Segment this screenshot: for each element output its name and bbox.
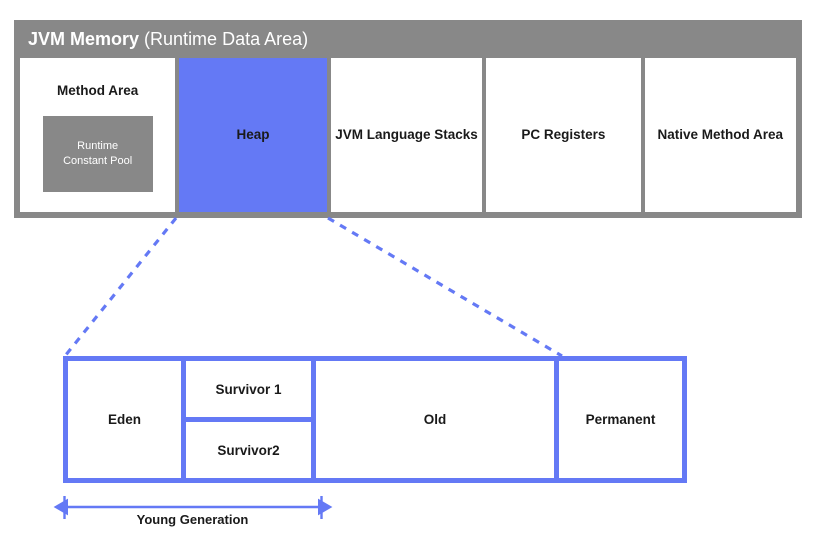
heap-region-old-label: Old (423, 412, 447, 427)
jvm-memory-title-rest: (Runtime Data Area) (144, 28, 309, 49)
heap-detail-box: Eden Survivor 1 Survivor2 Old Permanent (63, 356, 687, 483)
region-method-area-label: Method Area (57, 83, 139, 98)
heap-region-survivor-1-label: Survivor 1 (215, 381, 282, 397)
heap-region-permanent: Permanent (559, 361, 682, 478)
heap-region-survivors: Survivor 1 Survivor2 (186, 361, 316, 478)
region-heap-label: Heap (236, 127, 270, 143)
jvm-memory-header: JVM Memory (Runtime Data Area) (14, 20, 802, 58)
jvm-memory-container: JVM Memory (Runtime Data Area) Method Ar… (14, 20, 802, 218)
region-runtime-constant-pool: Runtime Constant Pool (42, 115, 153, 192)
region-jvm-language-stacks: JVM Language Stacks (330, 58, 483, 212)
heap-region-eden-label: Eden (107, 412, 141, 427)
heap-region-eden: Eden (68, 361, 186, 478)
region-heap: Heap (179, 58, 327, 212)
heap-region-survivor-2: Survivor2 (186, 422, 311, 478)
region-native-method-area-label: Native Method Area (657, 127, 784, 143)
heap-region-old: Old (316, 361, 559, 478)
heap-region-permanent-label: Permanent (585, 412, 656, 427)
young-generation-label: Young Generation (136, 512, 249, 527)
region-jvm-language-stacks-label: JVM Language Stacks (335, 127, 478, 143)
region-method-area: Method Area Runtime Constant Pool (20, 58, 176, 212)
jvm-memory-regions-row: Method Area Runtime Constant Pool Heap J… (14, 58, 802, 218)
region-pc-registers: PC Registers (486, 58, 641, 212)
jvm-memory-title-strong: JVM Memory (28, 28, 140, 49)
heap-region-survivor-1: Survivor 1 (186, 361, 311, 422)
region-runtime-constant-pool-label: Runtime Constant Pool (63, 139, 133, 167)
region-native-method-area: Native Method Area (644, 58, 796, 212)
connector-line-right (327, 216, 563, 358)
region-pc-registers-label: PC Registers (521, 127, 606, 143)
heap-region-survivor-2-label: Survivor2 (217, 442, 280, 458)
connector-line-left (63, 216, 178, 358)
